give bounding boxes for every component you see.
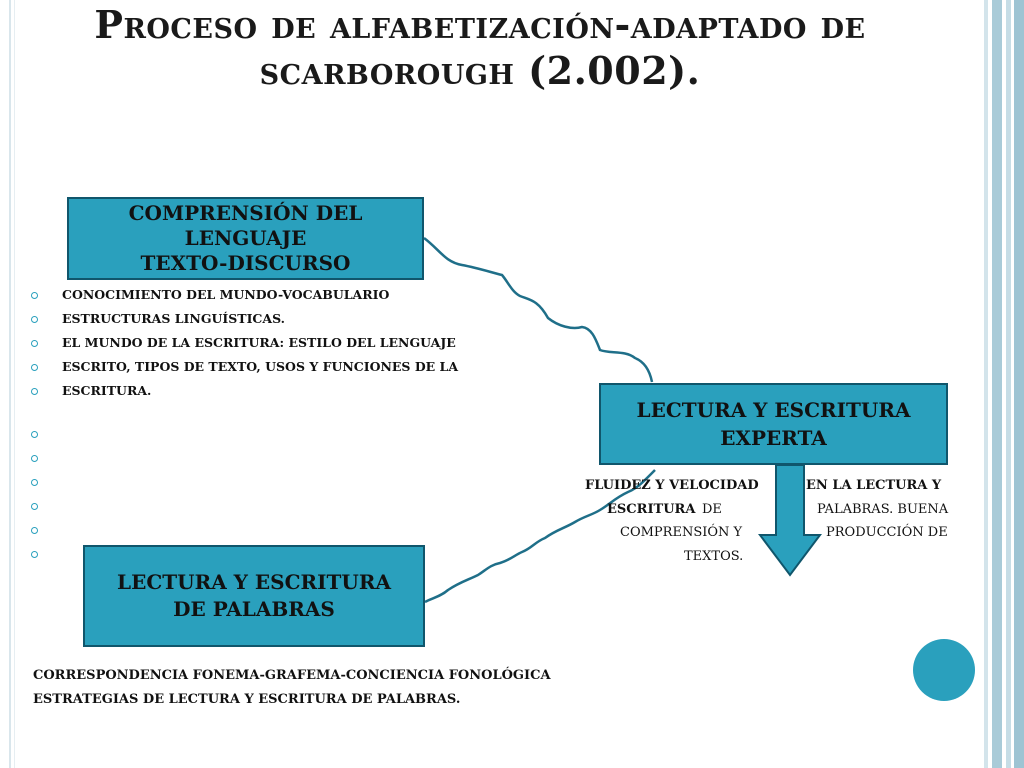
bullet-text: ESTRUCTURAS LINGUÍSTICAS. — [62, 311, 286, 326]
bullet-icon — [31, 551, 38, 558]
title-line-2: scarborough (2.002). — [259, 48, 701, 93]
list-item: ESTRUCTURAS LINGUÍSTICAS. — [28, 307, 508, 331]
left-frame-line-inner — [14, 0, 15, 768]
box-palabras-line-1: LECTURA Y ESCRITURA — [117, 570, 391, 594]
list-item: EL MUNDO DE LA ESCRITURA: ESTILO DEL LEN… — [28, 331, 508, 355]
bullet-icon — [31, 316, 38, 323]
list-item — [28, 446, 508, 470]
box-lectura-experta: LECTURA Y ESCRITURA EXPERTA — [599, 383, 948, 465]
box-comprension-line-3: TEXTO-DISCURSO — [140, 251, 351, 275]
list-item — [28, 518, 508, 542]
bullet-icon — [31, 340, 38, 347]
bottom-line-1: CORRESPONDENCIA FONEMA-GRAFEMA-CONCIENCI… — [33, 668, 551, 683]
bullet-icon — [31, 479, 38, 486]
list-item — [28, 422, 508, 446]
list-item: ESCRITURA. — [28, 379, 508, 403]
box-comprension-lenguaje: COMPRENSIÓN DEL LENGUAJE TEXTO-DISCURSO — [67, 197, 424, 280]
bullet-text: CONOCIMIENTO DEL MUNDO-VOCABULARIO — [62, 287, 390, 302]
expert-text-4: TEXTOS. — [684, 549, 744, 564]
list-item: ESCRITO, TIPOS DE TEXTO, USOS Y FUNCIONE… — [28, 355, 508, 379]
expert-text-3a: COMPRENSIÓN Y — [620, 525, 743, 540]
bullet-text: ESCRITO, TIPOS DE TEXTO, USOS Y FUNCIONE… — [62, 359, 459, 374]
connector-comprension-to-experta — [423, 237, 654, 383]
list-item — [28, 494, 508, 518]
box-experta-line-2: EXPERTA — [720, 426, 827, 450]
bullet-list: CONOCIMIENTO DEL MUNDO-VOCABULARIO ESTRU… — [28, 283, 508, 566]
bullet-icon — [31, 527, 38, 534]
bullet-icon — [31, 455, 38, 462]
list-item: CONOCIMIENTO DEL MUNDO-VOCABULARIO — [28, 283, 508, 307]
list-item — [28, 542, 508, 566]
expert-text-2b: DE — [702, 502, 722, 517]
bullet-icon — [31, 364, 38, 371]
box-palabras-line-2: DE PALABRAS — [173, 597, 335, 621]
left-frame-line — [9, 0, 11, 768]
bullet-icon — [31, 388, 38, 395]
box-experta-line-1: LECTURA Y ESCRITURA — [636, 398, 911, 422]
title-line-1: Proceso de alfabetización-adaptado de — [94, 2, 866, 47]
bullet-text: ESCRITURA. — [62, 383, 152, 398]
expert-text-2c: PALABRAS. BUENA — [817, 502, 949, 517]
bullet-icon — [31, 503, 38, 510]
box-comprension-line-2: LENGUAJE — [184, 226, 307, 250]
bullet-text: EL MUNDO DE LA ESCRITURA: ESTILO DEL LEN… — [62, 335, 456, 350]
expert-text-1b: EN LA LECTURA Y — [806, 478, 942, 493]
expert-text-2a: ESCRITURA — [607, 502, 696, 517]
down-arrow — [758, 464, 822, 577]
bottom-line-2: ESTRATEGIAS DE LECTURA Y ESCRITURA DE PA… — [33, 692, 461, 707]
decorative-circle — [913, 639, 975, 701]
slide-title: Proceso de alfabetización-adaptado de sc… — [40, 2, 920, 94]
expert-text-3b: PRODUCCIÓN DE — [826, 525, 948, 540]
list-item — [28, 470, 508, 494]
bullet-icon — [31, 431, 38, 438]
box-lectura-palabras: LECTURA Y ESCRITURA DE PALABRAS — [83, 545, 425, 647]
right-decorative-stripes — [984, 0, 1024, 768]
bullet-icon — [31, 292, 38, 299]
connector-palabras-to-experta — [424, 469, 656, 604]
expert-text-1a: FLUIDEZ Y VELOCIDAD — [585, 478, 759, 493]
box-comprension-line-1: COMPRENSIÓN DEL — [128, 201, 363, 225]
